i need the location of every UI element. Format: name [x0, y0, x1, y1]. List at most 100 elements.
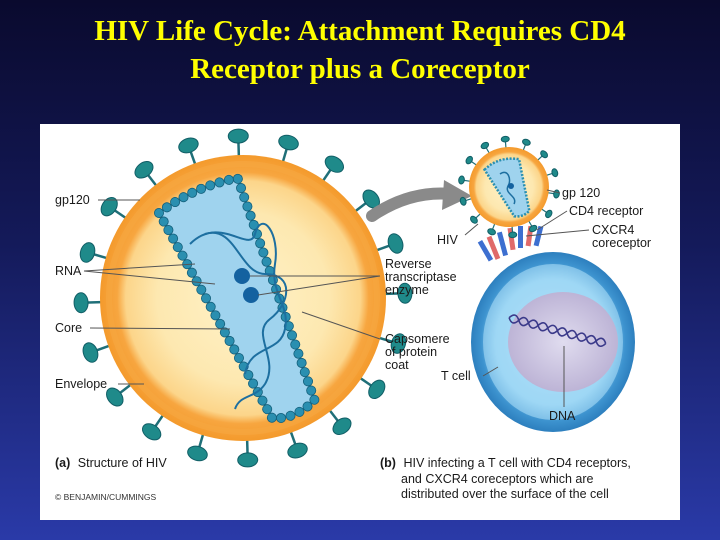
label-rt-line3: enzyme	[385, 283, 429, 297]
hiv-small-enzyme	[508, 183, 514, 189]
capsomere-bead	[205, 180, 216, 191]
gp120-spike-head	[540, 150, 548, 159]
caption-a-text: Structure of HIV	[78, 456, 168, 470]
gp120-spike-head	[508, 231, 518, 239]
gp120-spike-head	[187, 445, 208, 462]
gp120-spike-head	[237, 452, 259, 468]
capsomere-bead	[172, 242, 183, 253]
caption-a: (a) Structure of HIV	[55, 456, 167, 470]
gp120-spike-head	[528, 224, 538, 233]
capsomere-bead	[239, 192, 250, 203]
gp120-spike-head	[545, 209, 553, 219]
capsomere-bead	[266, 412, 277, 423]
label-capsomere-line1: Capsomere	[385, 332, 450, 346]
gp120-spike-head	[500, 135, 510, 143]
capsomere-bead	[299, 367, 310, 378]
label-dna: DNA	[549, 409, 576, 423]
label-cxcr4-line1: CXCR4	[592, 223, 634, 237]
capsomere-bead	[210, 310, 221, 321]
capsomere-bead	[170, 197, 181, 208]
capsomere-bead	[163, 225, 174, 236]
hiv-small	[458, 135, 560, 239]
gp120-spike-head	[332, 417, 352, 435]
capsomere-bead	[205, 301, 216, 312]
capsomere-bead	[153, 207, 164, 218]
gp120-spike-head	[553, 189, 560, 199]
capsomere-bead	[191, 276, 202, 287]
capsomere-bead	[196, 284, 207, 295]
label-cd4-receptor: CD4 receptor	[569, 204, 643, 218]
reverse-transcriptase-2	[243, 287, 259, 303]
capsomere-bead	[293, 348, 304, 359]
capsomere-bead	[285, 410, 296, 421]
gp120-spike-head	[106, 387, 124, 407]
capsomere-bead	[309, 394, 320, 405]
caption-b-line1: (b) HIV infecting a T cell with CD4 rece…	[380, 456, 631, 470]
label-gp120: gp120	[55, 193, 90, 207]
rna-strand-2	[204, 231, 288, 410]
reverse-transcriptase-1	[234, 268, 250, 284]
label-cxcr4-line2: coreceptor	[592, 236, 651, 250]
capsomere-bead	[219, 327, 230, 338]
capsomere-bead	[178, 192, 189, 203]
label-rna: RNA	[55, 264, 82, 278]
label-rt-line2: transcriptase	[385, 270, 457, 284]
caption-b-letter: (b)	[380, 456, 396, 470]
gp120-spike-head	[387, 233, 404, 254]
gp120-spike-head	[134, 161, 154, 179]
capsomere-bead	[187, 187, 198, 198]
gp120-spike-head	[79, 242, 96, 263]
capsomere-bead	[257, 395, 268, 406]
capsomere-bead	[248, 378, 259, 389]
hiv-virion	[73, 128, 413, 468]
gp120-spike-head	[178, 137, 199, 154]
t-cell	[471, 252, 635, 432]
gp120-spike-head	[480, 141, 490, 150]
capsomere-bead	[242, 201, 253, 212]
capsomere-bead	[232, 173, 243, 184]
capsomere-bead	[296, 357, 307, 368]
caption-b-line3: distributed over the surface of the cell	[401, 487, 609, 501]
label-core: Core	[55, 321, 82, 335]
label-hiv: HIV	[437, 233, 459, 247]
capsomere-bead	[276, 412, 287, 423]
capsomere-bead	[196, 183, 207, 194]
gp120-spike-head	[227, 128, 249, 144]
label-t-cell: T cell	[441, 369, 471, 383]
diagram-canvas: gp120 RNA Core Envelope Reverse transcri…	[55, 128, 651, 502]
label-gp120-b: gp 120	[562, 186, 600, 200]
capsomere-bead	[224, 335, 235, 346]
gp120-spike-head	[397, 282, 413, 304]
capsomere-bead	[262, 404, 273, 415]
attachment-arrow-head	[442, 180, 472, 210]
gp120-spike-head	[522, 138, 531, 146]
capsomere-bead	[306, 385, 317, 396]
gp120-spike-head	[390, 333, 407, 354]
gp120-spike-head	[470, 215, 478, 224]
viral-envelope-membrane	[106, 161, 380, 435]
slide-title-line1: HIV Life Cycle: Attachment Requires CD4	[94, 15, 626, 47]
slide-title-line2: Receptor plus a Coreceptor	[190, 53, 530, 85]
capsomere-bead	[161, 202, 172, 213]
capsomere-bead	[261, 256, 272, 267]
attachment-arrow	[366, 187, 458, 222]
capsomere-bead	[294, 406, 305, 417]
capsomere-bead	[245, 210, 256, 221]
gp120-spike-head	[324, 155, 345, 173]
gp120-spike-head	[287, 442, 308, 459]
caption-a-letter: (a)	[55, 456, 70, 470]
capsomere-bead	[248, 219, 259, 230]
gp120-spike-head	[73, 292, 89, 314]
gp120-spike-head	[551, 168, 559, 178]
gp120-spike-head	[278, 134, 299, 151]
diagram-figure: gp120 RNA Core Envelope Reverse transcri…	[40, 124, 680, 520]
capsomere-bead	[229, 344, 240, 355]
gp120-spike-head	[487, 228, 496, 236]
capsomere-bead	[255, 238, 266, 249]
gp120-spike-head	[458, 175, 465, 185]
gp120-spike-head	[141, 423, 162, 441]
label-capsomere-line3: coat	[385, 358, 409, 372]
gp120-spike-head	[459, 196, 467, 206]
capsomere-bead	[186, 267, 197, 278]
rna-strand-1	[189, 222, 287, 375]
